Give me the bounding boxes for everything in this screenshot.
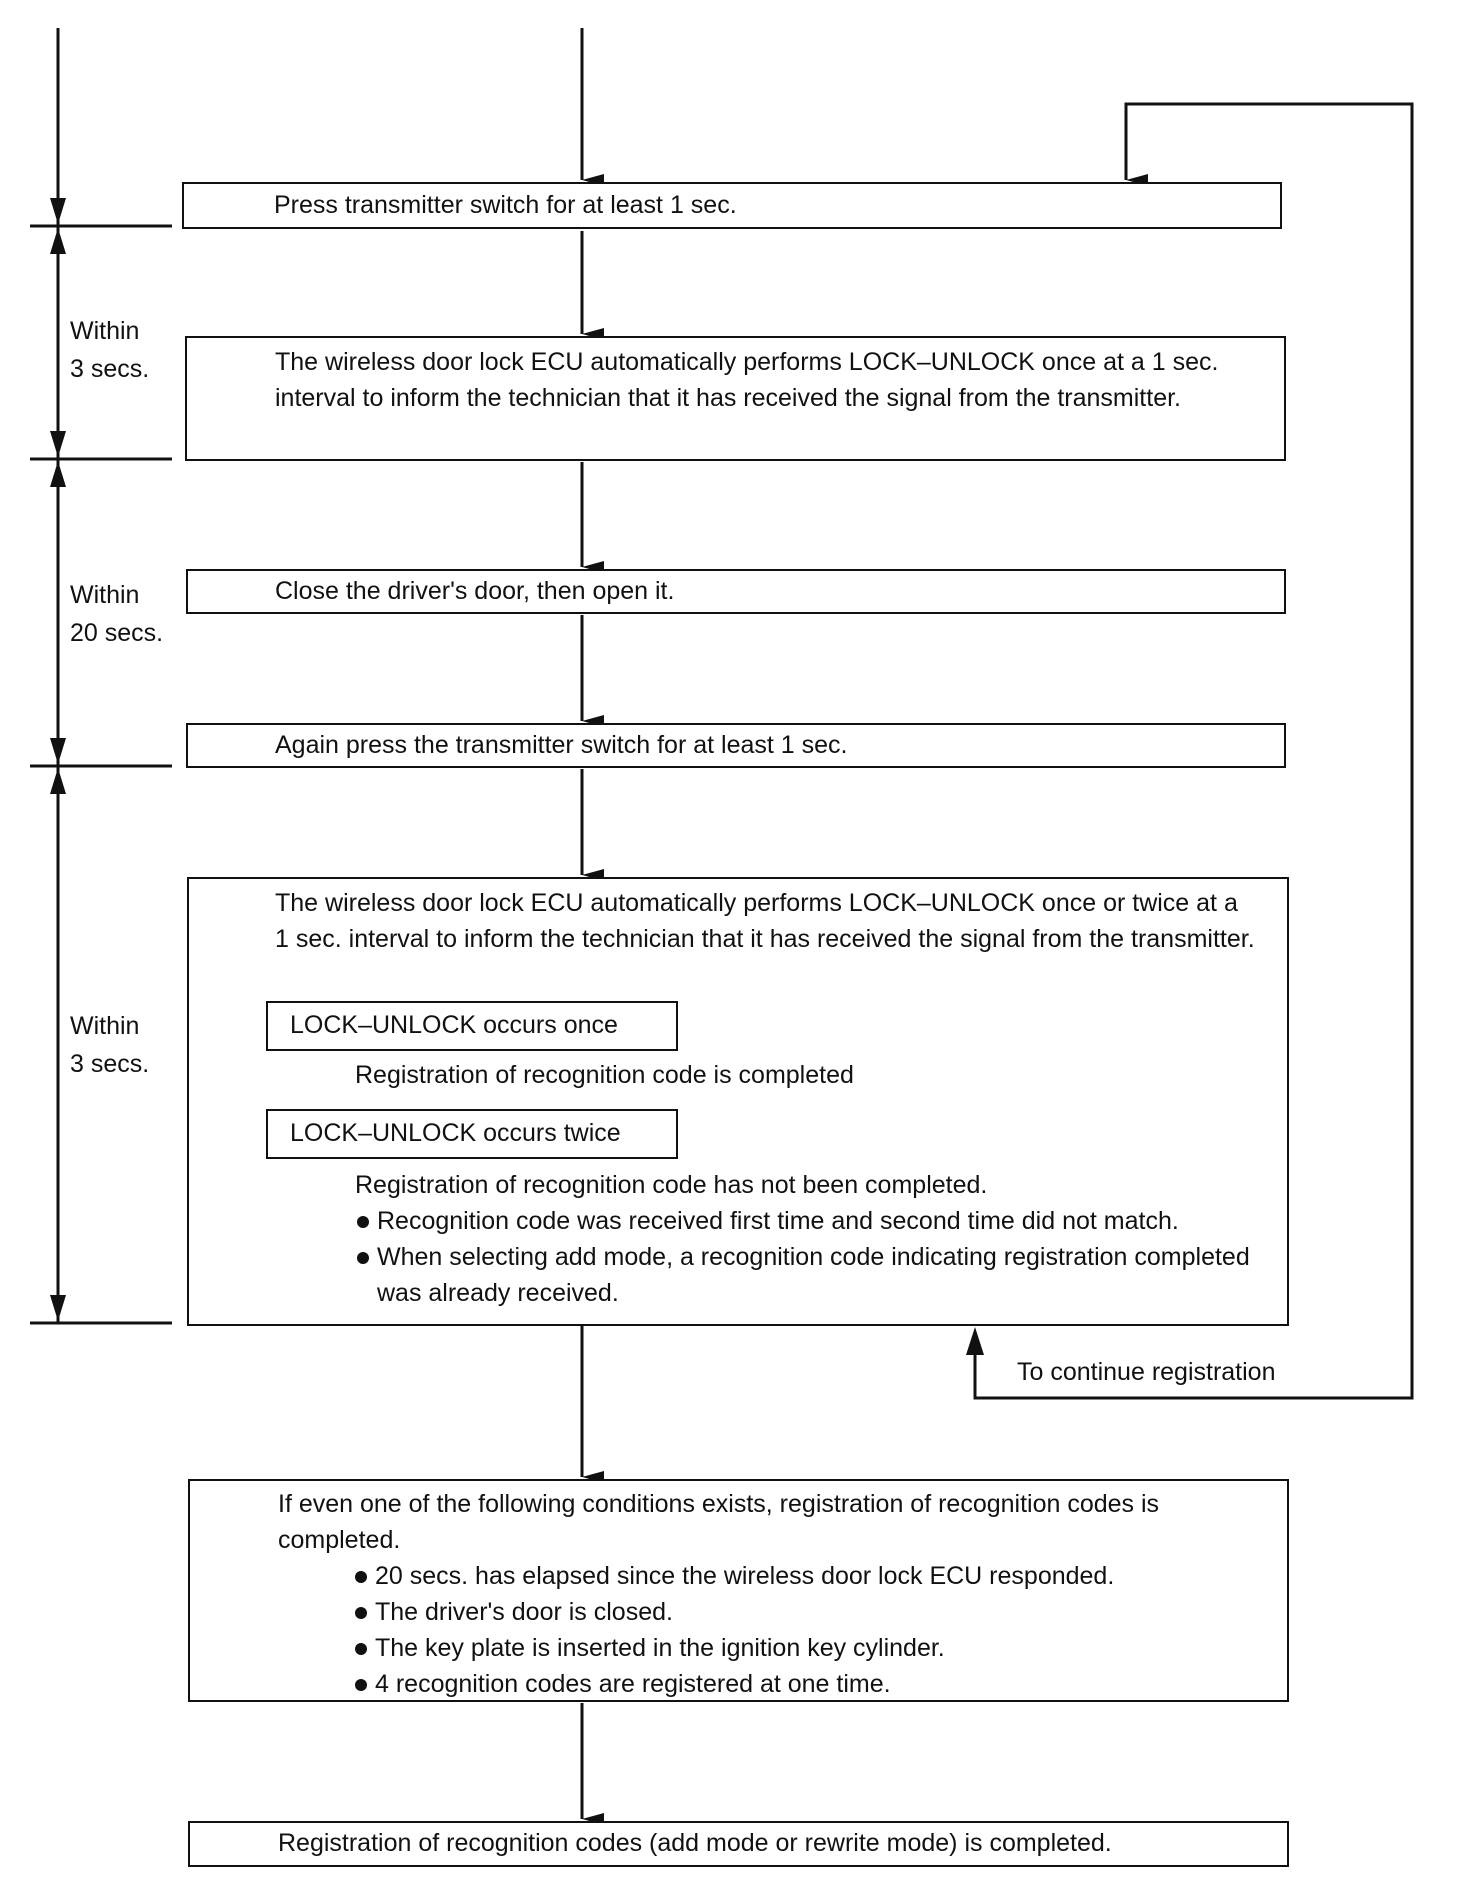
conditions-bullets: 20 secs. has elapsed since the wireless … <box>353 1558 1253 1702</box>
timing-label-line: Within <box>70 581 140 609</box>
list-item: When selecting add mode, a recognition c… <box>355 1239 1255 1311</box>
list-item-text: When selecting add mode, a recognition c… <box>377 1243 1250 1307</box>
timing-label-line: 3 secs. <box>70 355 150 383</box>
bullet-icon <box>357 1216 369 1228</box>
list-item-text: The key plate is inserted in the ignitio… <box>375 1634 945 1662</box>
step-press-again: Again press the transmitter switch for a… <box>186 723 1286 768</box>
bullet-icon <box>355 1607 367 1619</box>
bullet-icon <box>355 1679 367 1691</box>
list-item-text: Recognition code was received first time… <box>377 1207 1179 1235</box>
case-twice-bullets: Recognition code was received first time… <box>355 1203 1255 1311</box>
conditions-intro: If even one of the following conditions … <box>278 1490 1160 1554</box>
list-item: The key plate is inserted in the ignitio… <box>353 1630 1253 1666</box>
list-item: Recognition code was received first time… <box>355 1203 1255 1239</box>
timing-label-3-secs-2: Within 3 secs. <box>70 1007 149 1083</box>
case-once-result: Registration of recognition code is comp… <box>355 1061 854 1089</box>
list-item-text: 20 secs. has elapsed since the wireless … <box>375 1562 1115 1590</box>
case-twice-box: LOCK–UNLOCK occurs twice <box>266 1109 678 1159</box>
step-ecu-response-2: The wireless door lock ECU automatically… <box>187 877 1289 1326</box>
step-ecu-response-1: The wireless door lock ECU automatically… <box>185 336 1286 461</box>
bullet-icon <box>357 1252 369 1264</box>
timing-label-line: Within <box>70 1012 140 1040</box>
timing-label-3-secs-1: Within 3 secs. <box>70 312 149 388</box>
step-text: Close the driver's door, then open it. <box>275 577 675 605</box>
step-press-switch: Press transmitter switch for at least 1 … <box>182 182 1282 229</box>
step-text: The wireless door lock ECU automatically… <box>275 348 1219 412</box>
case-twice-label: LOCK–UNLOCK occurs twice <box>290 1119 621 1147</box>
step-conditions: If even one of the following conditions … <box>188 1479 1289 1702</box>
step-text: The wireless door lock ECU automatically… <box>275 889 1255 953</box>
list-item-text: The driver's door is closed. <box>375 1598 673 1626</box>
step-close-door: Close the driver's door, then open it. <box>186 569 1286 614</box>
timing-label-20-secs: Within 20 secs. <box>70 576 163 652</box>
step-text: Again press the transmitter switch for a… <box>275 731 848 759</box>
bullet-icon <box>355 1571 367 1583</box>
loop-label: To continue registration <box>1017 1358 1276 1386</box>
list-item: The driver's door is closed. <box>353 1594 1253 1630</box>
bullet-icon <box>355 1643 367 1655</box>
timing-label-line: 3 secs. <box>70 1050 150 1078</box>
case-once-box: LOCK–UNLOCK occurs once <box>266 1001 678 1051</box>
step-text: Registration of recognition codes (add m… <box>278 1829 1112 1857</box>
timing-label-line: 20 secs. <box>70 619 164 647</box>
case-twice-result: Registration of recognition code has not… <box>355 1171 988 1199</box>
timing-label-line: Within <box>70 317 140 345</box>
step-final: Registration of recognition codes (add m… <box>188 1821 1289 1867</box>
list-item-text: 4 recognition codes are registered at on… <box>375 1670 891 1698</box>
list-item: 4 recognition codes are registered at on… <box>353 1666 1253 1702</box>
list-item: 20 secs. has elapsed since the wireless … <box>353 1558 1253 1594</box>
step-text: Press transmitter switch for at least 1 … <box>274 191 737 219</box>
case-once-label: LOCK–UNLOCK occurs once <box>290 1011 618 1039</box>
